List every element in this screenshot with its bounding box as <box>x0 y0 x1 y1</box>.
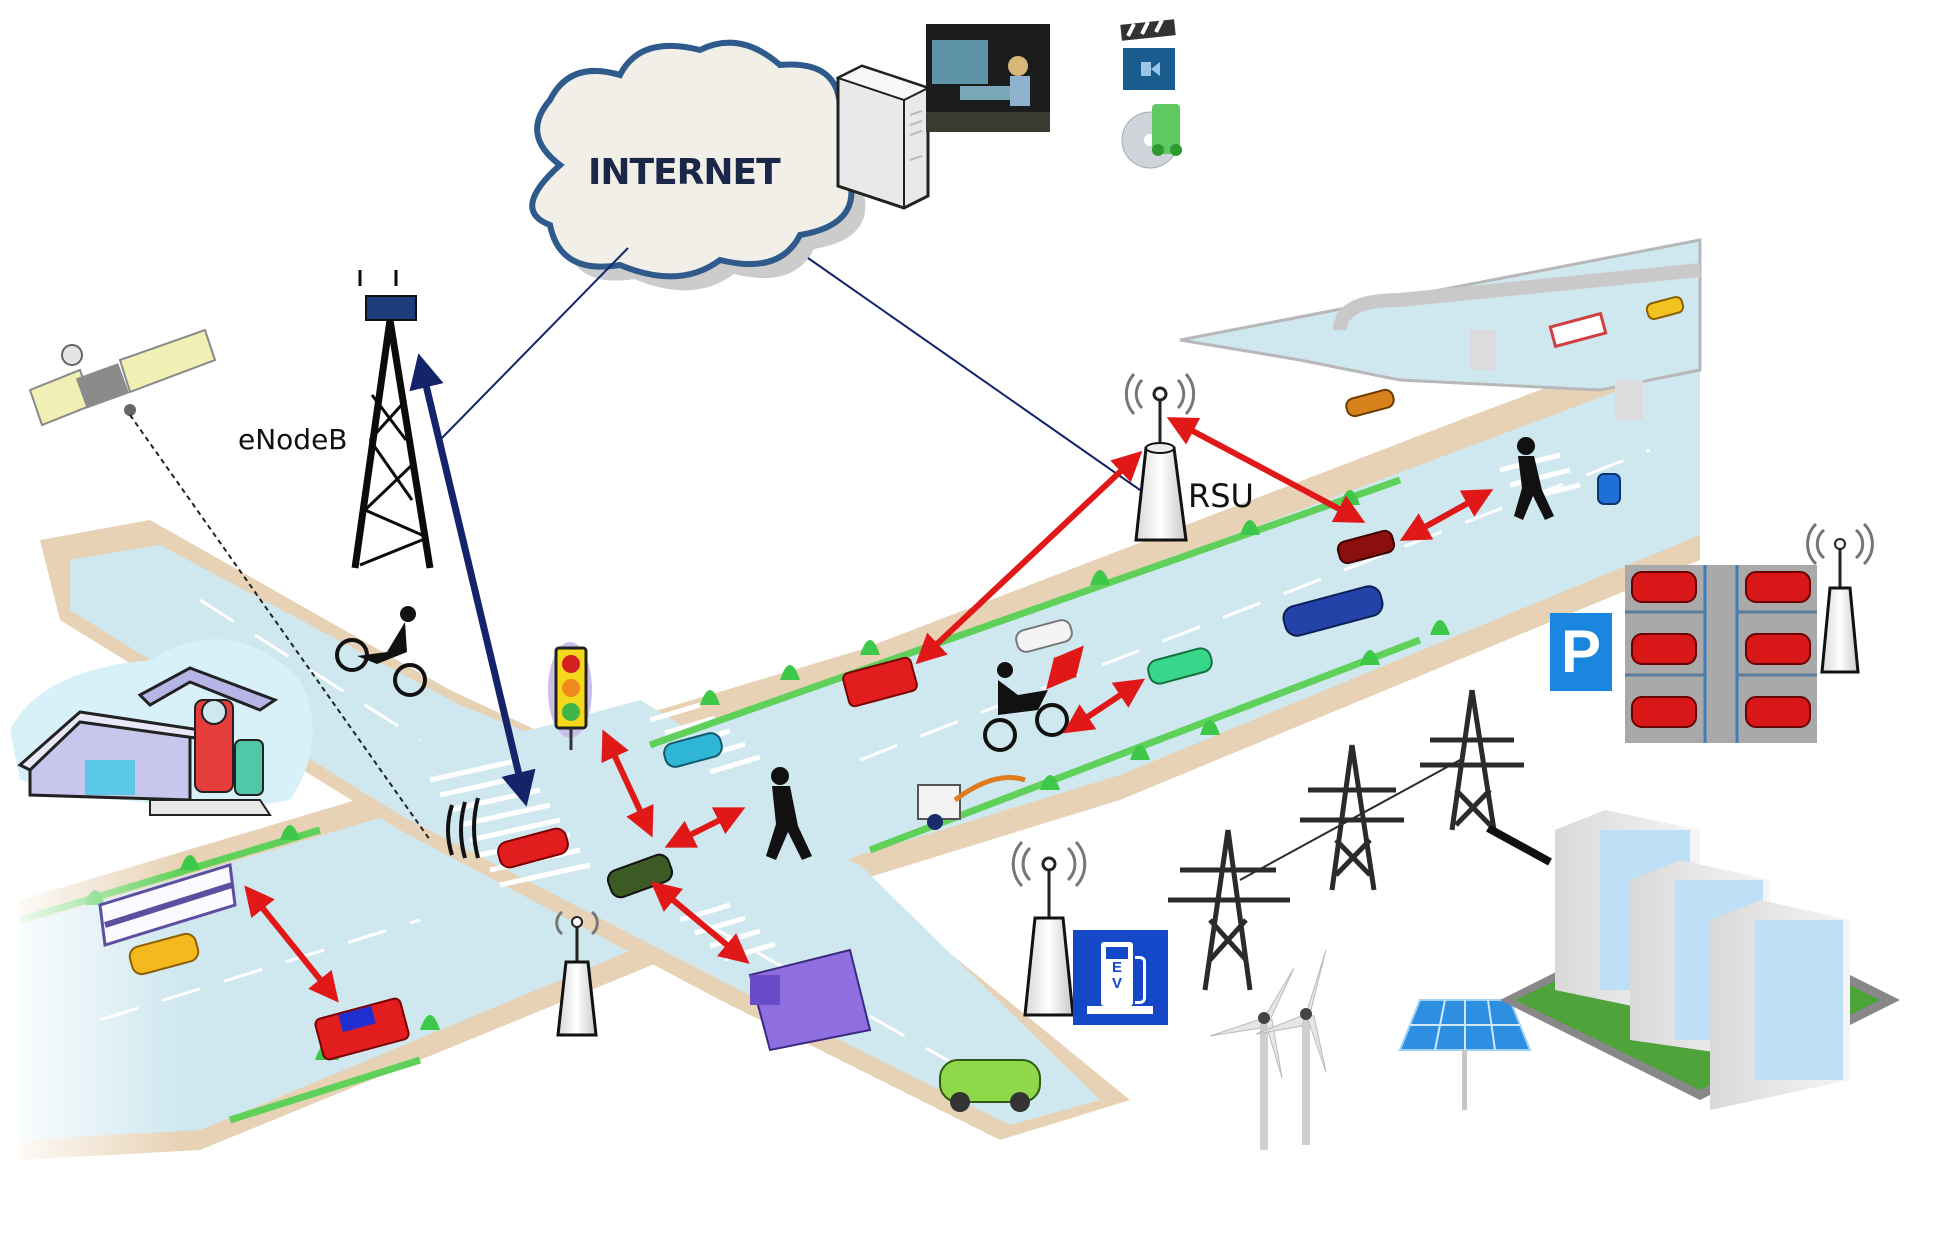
v2i-arrow-rsu-car <box>915 450 1143 665</box>
cellular-link-arrow <box>409 353 536 807</box>
v2v-arrow-bus <box>244 885 339 1003</box>
power-grid-towers <box>1168 689 1552 991</box>
v2v-arrow-moto-teal <box>1063 678 1145 734</box>
orange-car-icon <box>1345 388 1395 418</box>
overpass <box>1179 238 1702 420</box>
red-car-intersection-icon <box>497 827 569 869</box>
purple-truck-icon <box>748 948 872 1052</box>
green-car-icon <box>606 853 674 899</box>
pedestrian-far-icon <box>1514 437 1554 520</box>
parking-lot <box>1625 565 1817 743</box>
v2p-arrow-near <box>664 807 746 848</box>
rsu-ev-icon <box>1011 840 1087 1017</box>
red-car-bottom-icon <box>314 997 410 1061</box>
tanker-truck-icon <box>917 775 1026 830</box>
parking-sign-icon: P <box>1550 613 1612 691</box>
road-main <box>20 360 1700 1140</box>
teal-car-2-icon <box>1147 647 1213 685</box>
office-buildings-icon <box>1500 810 1900 1110</box>
control-center-photo <box>926 24 1050 132</box>
motorcycle-icon <box>983 662 1069 752</box>
taxi-icon <box>128 932 200 976</box>
v2i-arrow-light <box>601 729 654 838</box>
building-3 <box>1710 900 1850 1110</box>
power-tower-3 <box>1420 689 1524 831</box>
video-icon <box>1120 19 1176 90</box>
v2v-arrow-truck <box>650 881 750 964</box>
rsu-parking-icon <box>1806 522 1874 674</box>
road-users <box>335 437 1554 860</box>
police-car-icon <box>1282 585 1384 637</box>
yellow-car-highway-icon <box>1645 295 1685 321</box>
signal-wave-icon <box>446 797 480 859</box>
green-ev-icon <box>939 1059 1041 1112</box>
v2x-links <box>244 417 1494 1003</box>
grid-to-buildings-link <box>1486 824 1552 866</box>
v2v-arrow-moto-white <box>1046 645 1084 690</box>
dark-red-car-icon <box>1336 529 1396 565</box>
server-icon <box>835 64 931 210</box>
enodeb-label: eNodeB <box>238 423 348 456</box>
red-car-road-icon <box>842 656 918 708</box>
rsu-label: RSU <box>1188 477 1254 515</box>
truck-highway-icon <box>1548 311 1608 349</box>
enodeb-tower-icon <box>351 270 434 569</box>
satellite-gps-link <box>129 414 431 841</box>
traffic-light-icon <box>548 642 592 750</box>
pump-base <box>1087 1006 1153 1014</box>
blue-car-icon <box>1597 473 1621 505</box>
pump-screen <box>1106 947 1128 959</box>
internet-links <box>439 247 1141 491</box>
gas-station-icon <box>10 639 313 816</box>
wind-turbines-icon <box>1209 949 1327 1150</box>
pedestrian-icon <box>766 767 812 860</box>
solar-panel-icon <box>1398 999 1532 1110</box>
teal-car-icon <box>663 732 723 768</box>
bus-icon <box>98 863 237 947</box>
v2p-arrow-far <box>1399 489 1494 541</box>
internet-label: INTERNET <box>588 152 781 193</box>
power-tower-1 <box>1168 829 1290 991</box>
pump-hose <box>1135 956 1146 1004</box>
v2i-arrow-rsu-darkred <box>1166 417 1366 523</box>
cyclist-icon <box>335 606 427 697</box>
power-tower-2 <box>1300 744 1404 891</box>
internet-cloud <box>529 39 877 291</box>
music-icon <box>1121 104 1182 169</box>
vehicles <box>98 295 1685 1112</box>
rsu-intersection-icon <box>555 910 599 1037</box>
satellite-icon <box>28 328 217 427</box>
